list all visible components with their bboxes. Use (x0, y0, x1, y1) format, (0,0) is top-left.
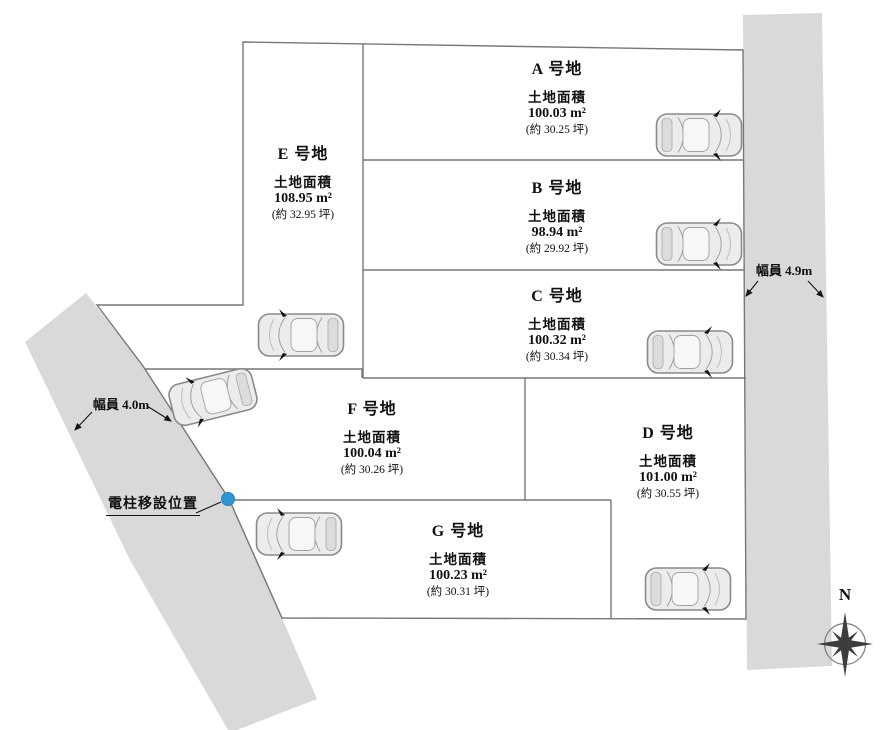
lot-b-title: B 号地 (531, 180, 583, 197)
lot-c-tsubo: (約 30.34 坪) (525, 350, 589, 363)
lot-g-area-caption: 土地面積 (429, 551, 487, 567)
lot-d-tsubo: (約 30.55 坪) (636, 487, 700, 500)
lot-b-label: B 号地 土地面積 98.94 m² (約 29.92 坪) (452, 180, 662, 255)
lot-e-tsubo: (約 32.95 坪) (271, 208, 335, 221)
lot-f-tsubo: (約 30.26 坪) (340, 463, 404, 476)
lot-g-tsubo: (約 30.31 坪) (426, 585, 490, 598)
pole-leader-line (195, 501, 222, 514)
lot-b-tsubo: (約 29.92 坪) (525, 242, 589, 255)
west-road-surface (25, 293, 317, 730)
lot-f-area-value: 100.04 m² (343, 445, 401, 461)
lot-g-area-value: 100.23 m² (429, 567, 487, 583)
lot-e-title: E 号地 (277, 146, 329, 163)
lot-d-area-caption: 土地面積 (639, 453, 697, 469)
lot-d-label: D 号地 土地面積 101.00 m² (約 30.55 坪) (563, 425, 773, 500)
lot-b-area-value: 98.94 m² (531, 224, 583, 240)
lot-f-label: F 号地 土地面積 100.04 m² (約 30.26 坪) (267, 401, 477, 476)
car-lot-f-icon (164, 360, 262, 434)
lot-divider-f-top (145, 368, 363, 378)
lot-e-area-value: 108.95 m² (274, 190, 332, 206)
east-road-width-arrows (745, 280, 824, 298)
west-road-width-arrows (74, 405, 172, 431)
lot-c-title: C 号地 (531, 288, 583, 305)
west-road-width-label: 幅員 4.0m (92, 397, 150, 412)
lot-a-title: A 号地 (531, 61, 583, 78)
lot-d-area-value: 101.00 m² (639, 469, 697, 485)
car-lot-g-icon (255, 507, 343, 561)
lot-c-area-caption: 土地面積 (528, 316, 586, 332)
lot-g-title: G 号地 (431, 523, 485, 540)
lot-e-label: E 号地 土地面積 108.95 m² (約 32.95 坪) (198, 146, 408, 221)
car-lot-b-icon (655, 217, 743, 271)
lot-a-area-value: 100.03 m² (528, 105, 586, 121)
lot-a-area-caption: 土地面積 (528, 89, 586, 105)
east-road-surface (743, 13, 832, 670)
lot-a-tsubo: (約 30.25 坪) (525, 123, 589, 136)
east-road-width-label: 幅員 4.9m (755, 263, 813, 278)
lot-g-label: G 号地 土地面積 100.23 m² (約 30.31 坪) (353, 523, 563, 598)
pole-dot (221, 492, 235, 506)
car-lot-d-icon (644, 562, 732, 616)
lot-e-area-caption: 土地面積 (274, 174, 332, 190)
compass-rose-icon (817, 612, 873, 677)
lot-c-label: C 号地 土地面積 100.32 m² (約 30.34 坪) (452, 288, 662, 363)
lot-c-area-value: 100.32 m² (528, 332, 586, 348)
compass-north-label: N (838, 585, 852, 604)
lot-f-area-caption: 土地面積 (343, 429, 401, 445)
car-lot-a-icon (655, 108, 743, 162)
lot-d-title: D 号地 (642, 425, 694, 442)
car-lot-e-icon (257, 308, 345, 362)
lot-a-label: A 号地 土地面積 100.03 m² (約 30.25 坪) (452, 61, 662, 136)
lot-b-area-caption: 土地面積 (528, 208, 586, 224)
pole-relocation-label: 電柱移設位置 (106, 493, 200, 516)
lot-f-title: F 号地 (347, 401, 397, 418)
